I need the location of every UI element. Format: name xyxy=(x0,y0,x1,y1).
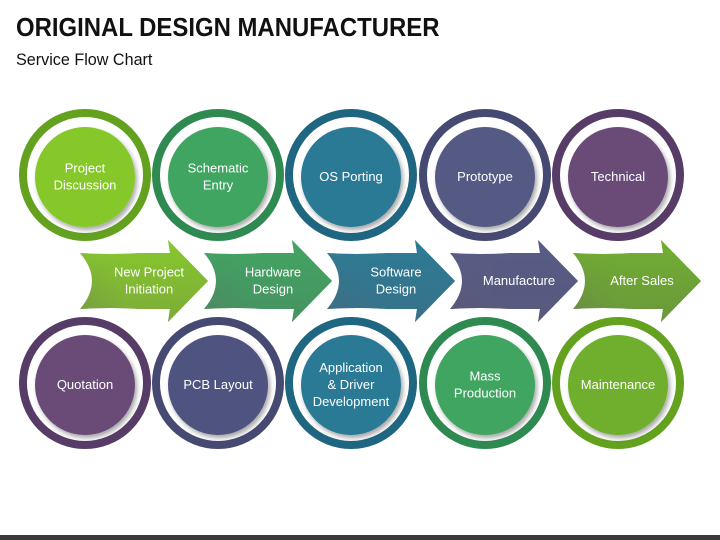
arrow-label: Software xyxy=(370,265,421,280)
arrow-highlight xyxy=(204,240,332,322)
top_circle-disc xyxy=(35,127,135,227)
bottom_circle-outer-ring xyxy=(419,317,551,449)
top_circle-label: Entry xyxy=(203,178,234,193)
bottom_circle-label: Development xyxy=(313,394,390,409)
top_circle-disc xyxy=(168,127,268,227)
top_circle-outer-ring xyxy=(285,109,417,241)
top_circle-disc xyxy=(435,127,535,227)
page-title: ORIGINAL DESIGN MANUFACTURER xyxy=(16,12,440,42)
bottom_circle-node: Quotation xyxy=(19,317,151,449)
arrow-label: New Project xyxy=(114,265,184,280)
arrow-label: Manufacture xyxy=(483,273,555,288)
top_circle-label: Schematic xyxy=(188,161,249,176)
top_circle-node: Prototype xyxy=(419,109,551,241)
arrow-step: After Sales xyxy=(573,240,701,322)
bottom_circle-disc xyxy=(568,335,668,435)
top_circle-label: OS Porting xyxy=(319,169,383,184)
bottom_circle-outer-ring xyxy=(285,317,417,449)
arrow-row: New ProjectInitiationHardwareDesignSoftw… xyxy=(80,240,701,322)
arrow-step: Manufacture xyxy=(450,240,578,322)
arrow-label: Initiation xyxy=(125,282,173,297)
bottom_circle-label: PCB Layout xyxy=(183,377,253,392)
bottom_circle-disc xyxy=(301,335,401,435)
arrow-label: Design xyxy=(376,282,416,297)
footer-bar xyxy=(0,535,720,540)
arrow-highlight xyxy=(327,240,455,322)
arrow-label: Hardware xyxy=(245,265,301,280)
top_circle-label: Discussion xyxy=(54,178,117,193)
top_circle-label: Technical xyxy=(591,169,645,184)
arrow-label: Design xyxy=(253,282,293,297)
top_circle-node: OS Porting xyxy=(285,109,417,241)
bottom_circle-disc xyxy=(435,335,535,435)
arrow-label: After Sales xyxy=(610,273,674,288)
bottom_circle-label: & Driver xyxy=(328,377,376,392)
bottom_circle-label: Mass xyxy=(469,369,501,384)
bottom_circle-label: Quotation xyxy=(57,377,113,392)
bottom_circle-node: PCB Layout xyxy=(152,317,284,449)
bottom_circle-label: Production xyxy=(454,386,516,401)
arrow-highlight xyxy=(573,240,701,322)
top_circle-outer-ring xyxy=(552,109,684,241)
bottom_circle-outer-ring xyxy=(19,317,151,449)
bottom-circle-row: Quotation PCB Layout Application & DriverDe… xyxy=(19,317,684,449)
bottom_circle-outer-ring xyxy=(552,317,684,449)
top_circle-outer-ring xyxy=(19,109,151,241)
bottom_circle-label: Maintenance xyxy=(581,377,655,392)
bottom_circle-disc xyxy=(35,335,135,435)
top_circle-disc xyxy=(568,127,668,227)
arrow-highlight xyxy=(80,240,208,322)
bottom_circle-disc xyxy=(168,335,268,435)
top_circle-label: Project xyxy=(65,161,106,176)
top_circle-outer-ring xyxy=(152,109,284,241)
top_circle-disc xyxy=(301,127,401,227)
arrow-highlight xyxy=(450,240,578,322)
bottom_circle-label: Application xyxy=(319,360,383,375)
top_circle-label: Prototype xyxy=(457,169,513,184)
top_circle-node: Technical xyxy=(552,109,684,241)
page-subtitle: Service Flow Chart xyxy=(16,50,153,69)
bottom_circle-outer-ring xyxy=(152,317,284,449)
top_circle-outer-ring xyxy=(419,109,551,241)
bottom_circle-node: Maintenance xyxy=(552,317,684,449)
